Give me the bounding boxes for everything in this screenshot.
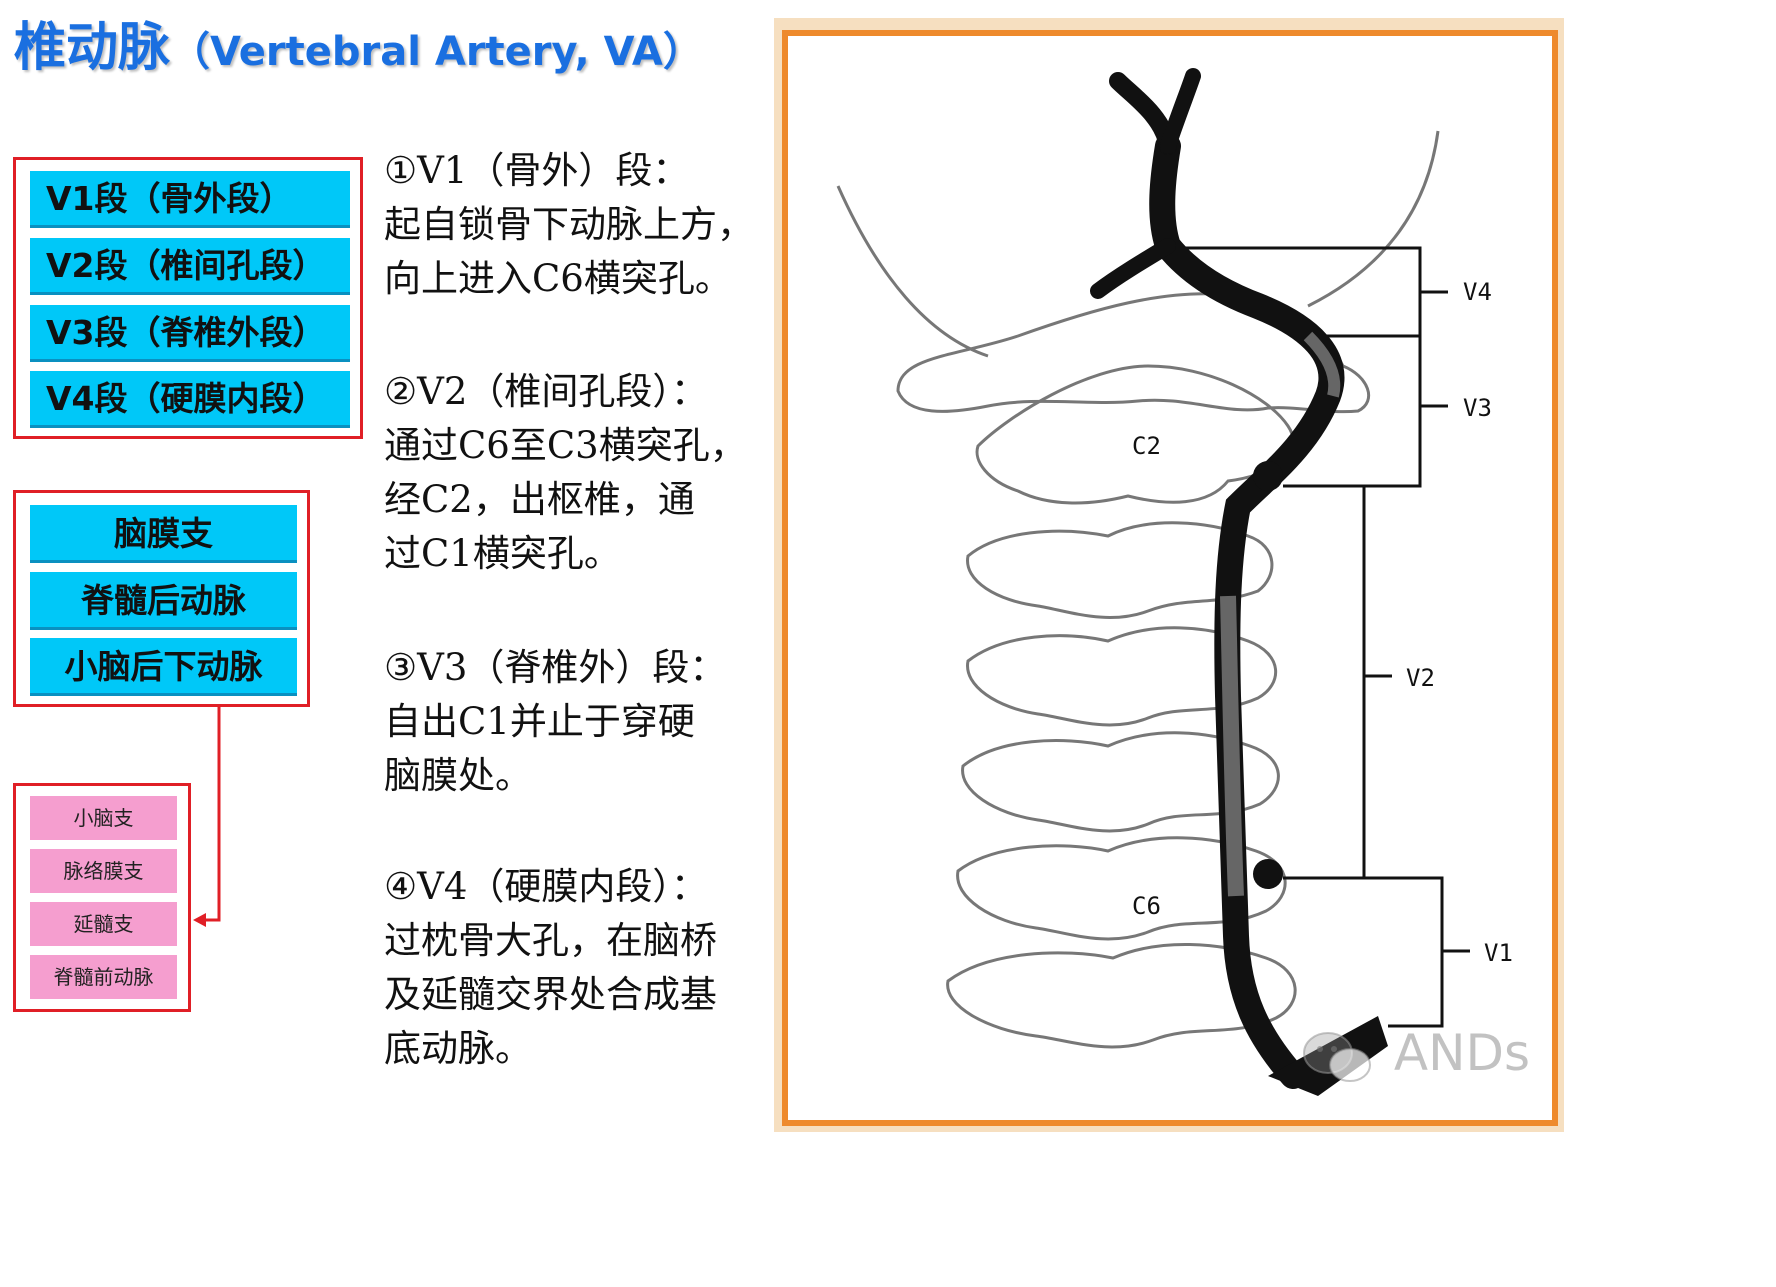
segment-item-v3: V3段（脊椎外段） xyxy=(30,305,350,362)
segment-item-v1: V1段（骨外段） xyxy=(30,171,350,228)
description-line: 脑膜处。 xyxy=(384,754,532,797)
basilar-branch xyxy=(1109,72,1177,155)
segments-box: V1段（骨外段） V2段（椎间孔段） V3段（脊椎外段） V4段（硬膜内段） xyxy=(13,157,363,439)
segment-label-v2: V2 xyxy=(1406,664,1435,692)
segment-item-v2: V2段（椎间孔段） xyxy=(30,238,350,295)
contralateral-artery xyxy=(1090,238,1176,299)
description-line: 过枕骨大孔，在脑桥 xyxy=(384,919,717,962)
diagram-frame: C2 C6 V4 V3 V2 V1 xyxy=(782,30,1558,1126)
description-line: 向上进入C6横突孔。 xyxy=(384,257,732,300)
basilar-branch xyxy=(1160,68,1201,154)
bracket-v1: V1 xyxy=(1283,876,1513,1028)
description-line: 通过C6至C3横突孔， xyxy=(384,424,747,467)
watermark: ANDs xyxy=(1298,1018,1530,1088)
vertebra-label-c2: C2 xyxy=(1132,432,1161,460)
segment-label-v4: V4 xyxy=(1463,278,1492,306)
vertebra-c6 xyxy=(956,836,1287,941)
description-line: 自出C1并止于穿硬 xyxy=(384,700,695,743)
description-heading: ③V3（脊椎外）段： xyxy=(384,646,727,689)
description-heading: ②V2（椎间孔段）： xyxy=(384,370,708,413)
vertebra-c4 xyxy=(966,626,1277,727)
description-heading: ①V1（骨外）段： xyxy=(384,149,690,192)
artery-node-c6 xyxy=(1253,859,1283,889)
description-line: 经C2，出枢椎，通 xyxy=(384,478,695,521)
branch-item-posterior-spinal: 脊髓后动脉 xyxy=(30,572,297,630)
artery-origin xyxy=(1268,1016,1388,1096)
title-en: （Vertebral Artery, VA） xyxy=(170,29,703,75)
description-v2: ②V2（椎间孔段）： 通过C6至C3横突孔， 经C2，出枢椎，通 过C1横突孔。 xyxy=(384,365,774,581)
segment-label-v1: V1 xyxy=(1484,939,1513,967)
description-heading: ④V4（硬膜内段）： xyxy=(384,865,708,908)
sub-branch-item-anterior-spinal: 脊髓前动脉 xyxy=(30,955,177,999)
page-title: 椎动脉（Vertebral Artery, VA） xyxy=(14,8,703,92)
description-line: 过C1横突孔。 xyxy=(384,532,621,575)
bracket-v3: V3 xyxy=(1283,334,1492,488)
bracket-v2: V2 xyxy=(1362,486,1435,878)
diagram-panel: C2 C6 V4 V3 V2 V1 xyxy=(774,18,1564,1132)
sub-branch-item-choroid: 脉络膜支 xyxy=(30,849,177,893)
branches-box: 脑膜支 脊髓后动脉 小脑后下动脉 xyxy=(13,490,310,707)
segment-label-v3: V3 xyxy=(1463,394,1492,422)
vertebra-c3 xyxy=(966,521,1274,619)
artery-node-c2 xyxy=(1253,461,1283,491)
vertebra-label-c6: C6 xyxy=(1132,892,1161,920)
sub-branch-item-medullary: 延髓支 xyxy=(30,902,177,946)
branch-item-meningeal: 脑膜支 xyxy=(30,505,297,563)
branch-item-pica: 小脑后下动脉 xyxy=(30,638,297,696)
vertebral-artery-diagram: C2 C6 V4 V3 V2 V1 xyxy=(836,68,1513,1096)
vertebra-c7 xyxy=(946,942,1297,1049)
sub-branches-box: 小脑支 脉络膜支 延髓支 脊髓前动脉 xyxy=(13,783,191,1012)
title-zh: 椎动脉 xyxy=(14,18,171,78)
description-line: 底动脉。 xyxy=(384,1027,532,1070)
vertebral-artery xyxy=(1149,133,1345,1089)
description-line: 及延髓交界处合成基 xyxy=(384,973,717,1016)
description-v1: ①V1（骨外）段： 起自锁骨下动脉上方， 向上进入C6横突孔。 xyxy=(384,144,774,306)
description-line: 起自锁骨下动脉上方， xyxy=(384,203,754,246)
segment-item-v4: V4段（硬膜内段） xyxy=(30,371,350,428)
skull-outline-right xyxy=(1307,130,1440,308)
vertebra-c5 xyxy=(961,731,1280,833)
skull-outline-left xyxy=(836,185,989,358)
artery-shading xyxy=(1220,595,1244,897)
artery-shading xyxy=(1303,331,1341,398)
description-v3: ③V3（脊椎外）段： 自出C1并止于穿硬 脑膜处。 xyxy=(384,641,774,803)
sub-branch-item-cerebellar: 小脑支 xyxy=(30,796,177,840)
wechat-logo-icon xyxy=(1303,1031,1371,1082)
watermark-text: ANDs xyxy=(1393,1024,1531,1082)
description-v4: ④V4（硬膜内段）： 过枕骨大孔，在脑桥 及延髓交界处合成基 底动脉。 xyxy=(384,860,774,1076)
